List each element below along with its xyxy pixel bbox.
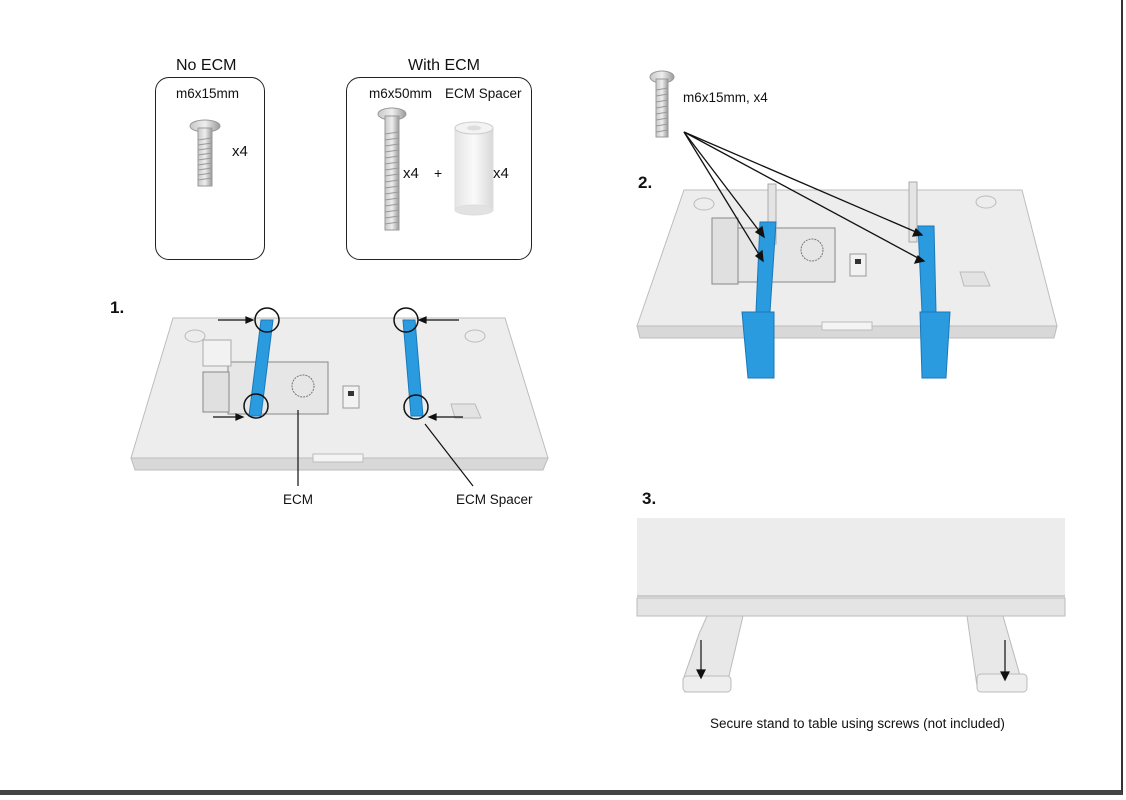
step-2-screw-label: m6x15mm, x4 — [683, 90, 768, 105]
screw-short-icon-step2 — [649, 70, 675, 138]
step-1-number: 1. — [110, 298, 125, 317]
with-ecm-screw-label: m6x50mm — [369, 86, 433, 101]
callout-ecm-spacer: ECM Spacer — [456, 492, 533, 507]
with-ecm-spacer-qty: x4 — [493, 165, 509, 182]
step-3-number: 3. — [642, 489, 657, 508]
no-ecm-box: m6x15mm x4 — [155, 77, 265, 260]
step-3-caption: Secure stand to table using screws (not … — [710, 716, 1005, 731]
no-ecm-qty: x4 — [232, 143, 248, 160]
with-ecm-spacer-label: ECM Spacer — [445, 86, 522, 101]
screw-short-icon — [189, 119, 221, 187]
with-ecm-box: m6x50mm ECM Spacer x4 + x4 — [346, 77, 532, 260]
plus-sign: + — [434, 165, 443, 181]
step-2-illustration — [636, 131, 1058, 379]
screw-long-icon — [377, 107, 407, 231]
no-ecm-screw-label: m6x15mm — [176, 86, 240, 101]
with-ecm-screw-qty: x4 — [403, 165, 419, 182]
step-2-number: 2. — [638, 173, 653, 192]
step-1-illustration — [130, 307, 549, 487]
no-ecm-heading: No ECM — [176, 57, 237, 74]
spacer-icon — [454, 121, 494, 216]
callout-ecm: ECM — [283, 492, 313, 507]
step-3-illustration — [636, 518, 1066, 693]
with-ecm-heading: With ECM — [408, 57, 480, 74]
